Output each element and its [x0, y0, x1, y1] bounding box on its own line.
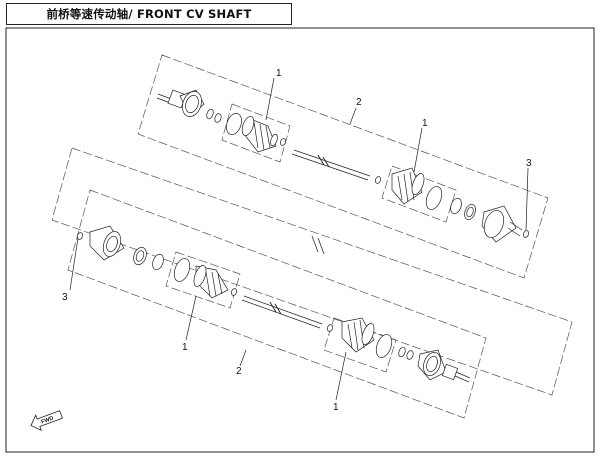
upper-assembly-frame [137, 54, 549, 279]
diagram-frame [5, 27, 595, 453]
title-box: 前桥等速传动轴/ FRONT CV SHAFT [6, 3, 292, 25]
fwd-arrow-icon: FWD [30, 410, 63, 432]
upper-left-boot-box [221, 103, 291, 163]
upper-right-boot-box [381, 165, 457, 223]
lower-right-housing [417, 349, 447, 381]
upper-right-housing [481, 205, 523, 243]
upper-center-shaft [291, 149, 371, 181]
upper-left-small-clamp [280, 138, 286, 146]
lower-right-ring-2 [406, 350, 414, 360]
lower-assembly-frame [67, 189, 487, 419]
lower-clip-part [77, 232, 83, 240]
lower-center-shaft [241, 295, 323, 329]
lower-left-clamp [173, 258, 191, 282]
lower-right-stub [441, 363, 471, 383]
callout-upper-boot-right: 1 [422, 118, 428, 129]
callout-upper-clip: 3 [526, 158, 532, 169]
lower-right-boot [341, 317, 375, 353]
callout-lower-clip: 3 [62, 292, 68, 303]
upper-right-small-clamp [375, 176, 381, 184]
upper-right-bearing [464, 203, 476, 221]
lower-left-boot [193, 265, 229, 299]
upper-cv-shaft [156, 89, 529, 243]
diagram-title: 前桥等速传动轴/ FRONT CV SHAFT [46, 7, 252, 21]
callout-upper-assembly: 2 [356, 97, 362, 108]
lower-left-boot-box [165, 251, 241, 309]
upper-left-boot [241, 116, 278, 153]
callout-lower-boot-left: 1 [182, 342, 188, 353]
middle-kit-frame [51, 147, 573, 396]
callout-lower-assembly: 2 [236, 366, 242, 377]
upper-right-clamp [425, 186, 443, 210]
upper-left-housing [179, 89, 205, 117]
upper-right-ring [450, 197, 462, 215]
callout-upper-boot-left: 1 [276, 68, 282, 79]
lower-left-ring [152, 253, 164, 271]
upper-clip-part [523, 230, 529, 238]
lower-cv-shaft [77, 225, 471, 383]
callout-lower-boot-right: 1 [333, 402, 339, 413]
lower-left-bearing [133, 246, 147, 266]
upper-left-ring-2 [214, 113, 222, 123]
lower-right-clamp [375, 334, 393, 358]
lower-right-small-clamp [327, 324, 333, 332]
lower-right-ring-1 [398, 346, 406, 358]
fwd-label: FWD [41, 416, 55, 426]
upper-left-ring-1 [206, 108, 214, 120]
lower-left-housing [89, 225, 125, 261]
upper-right-boot [391, 167, 425, 205]
leader-lines [69, 77, 529, 401]
lower-right-boot-box [323, 317, 397, 373]
upper-left-clamp [226, 113, 242, 135]
lower-left-small-clamp [231, 288, 237, 296]
